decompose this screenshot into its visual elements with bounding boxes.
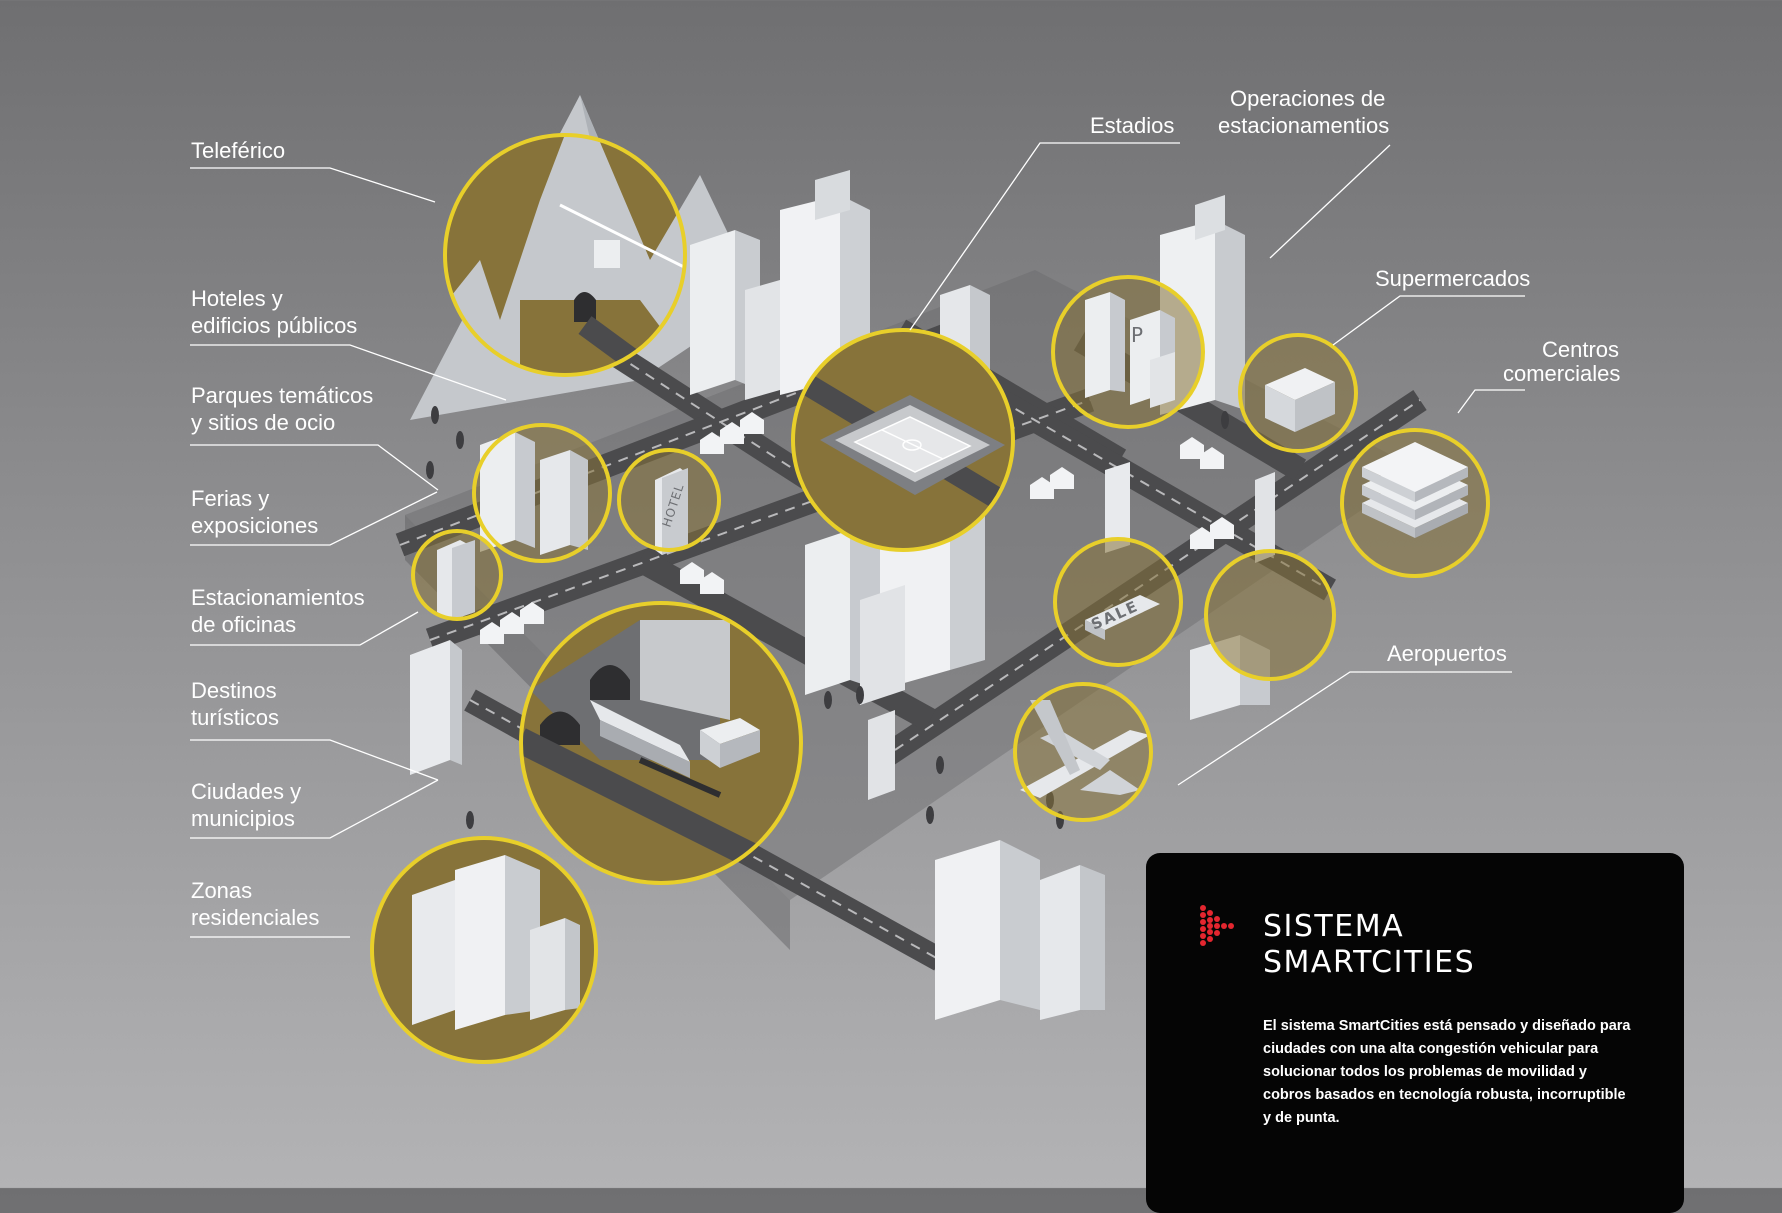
label-hoteles-line1: Hoteles y (191, 286, 283, 311)
building-cluster-south (935, 840, 1105, 1020)
panel-description: El sistema SmartCities está pensado y di… (1263, 1018, 1631, 1126)
label-supermercados: Supermercados (1375, 266, 1531, 291)
label-centros-line2: comerciales (1503, 361, 1621, 386)
residential-spot (370, 836, 598, 1064)
panel-title: SISTEMA SMARTCITIES (1263, 909, 1475, 981)
label-operaciones-line1: Operaciones de (1230, 86, 1386, 111)
label-zonas-line2: residenciales (191, 905, 320, 930)
label-destinos-line1: Destinos (191, 678, 277, 703)
city-block-spot (1204, 549, 1336, 681)
hotels-spot (472, 423, 612, 563)
label-ciudades-line2: municipios (191, 806, 295, 831)
building-tower-east (868, 462, 1275, 800)
leader-lines (190, 142, 1525, 938)
fairs-spot (411, 529, 503, 621)
airport-spot (1013, 682, 1153, 822)
label-zonas-line1: Zonas (191, 878, 253, 903)
label-ferias-line1: Ferias y (191, 486, 270, 511)
house-rows (480, 412, 1234, 644)
supermarket-spot (1238, 333, 1358, 453)
smartcity-illustration: P HOTEL (190, 95, 1525, 1064)
label-aeropuertos: Aeropuertos (1387, 641, 1507, 666)
stadium-spot (791, 328, 1015, 552)
tunnel-train-spot (519, 601, 803, 885)
label-ciudades-line1: Ciudades y (191, 779, 302, 804)
label-estacionamientos-oficinas-line2: de oficinas (191, 612, 297, 637)
label-hoteles-line2: edificios públicos (191, 313, 358, 338)
label-parques-line1: Parques temáticos (191, 383, 374, 408)
sale-spot: SALE (1053, 537, 1183, 667)
brand-chevron-icon (1200, 905, 1234, 946)
label-ferias-line2: exposiciones (191, 513, 319, 538)
label-teleferico: Teleférico (191, 138, 286, 163)
label-parques-line2: y sitios de ocio (191, 410, 336, 435)
panel-title-line2: SMARTCITIES (1263, 945, 1476, 980)
hotel-sign-spot: HOTEL (617, 448, 721, 555)
info-panel: SISTEMA SMARTCITIES El sistema SmartCiti… (1146, 853, 1684, 1213)
label-estadios: Estadios (1090, 113, 1175, 138)
label-centros-line1: Centros (1542, 337, 1620, 362)
label-destinos-line2: turísticos (191, 705, 280, 730)
parking-sign: P (1131, 323, 1143, 347)
label-operaciones-line2: estacionamentios (1218, 113, 1390, 138)
label-estacionamientos-oficinas-line1: Estacionamientos (191, 585, 365, 610)
shopping-center-spot (1340, 428, 1490, 578)
parking-operations-spot: P (1051, 275, 1205, 429)
building-tower-west (410, 640, 462, 775)
panel-title-line1: SISTEMA (1263, 909, 1405, 944)
